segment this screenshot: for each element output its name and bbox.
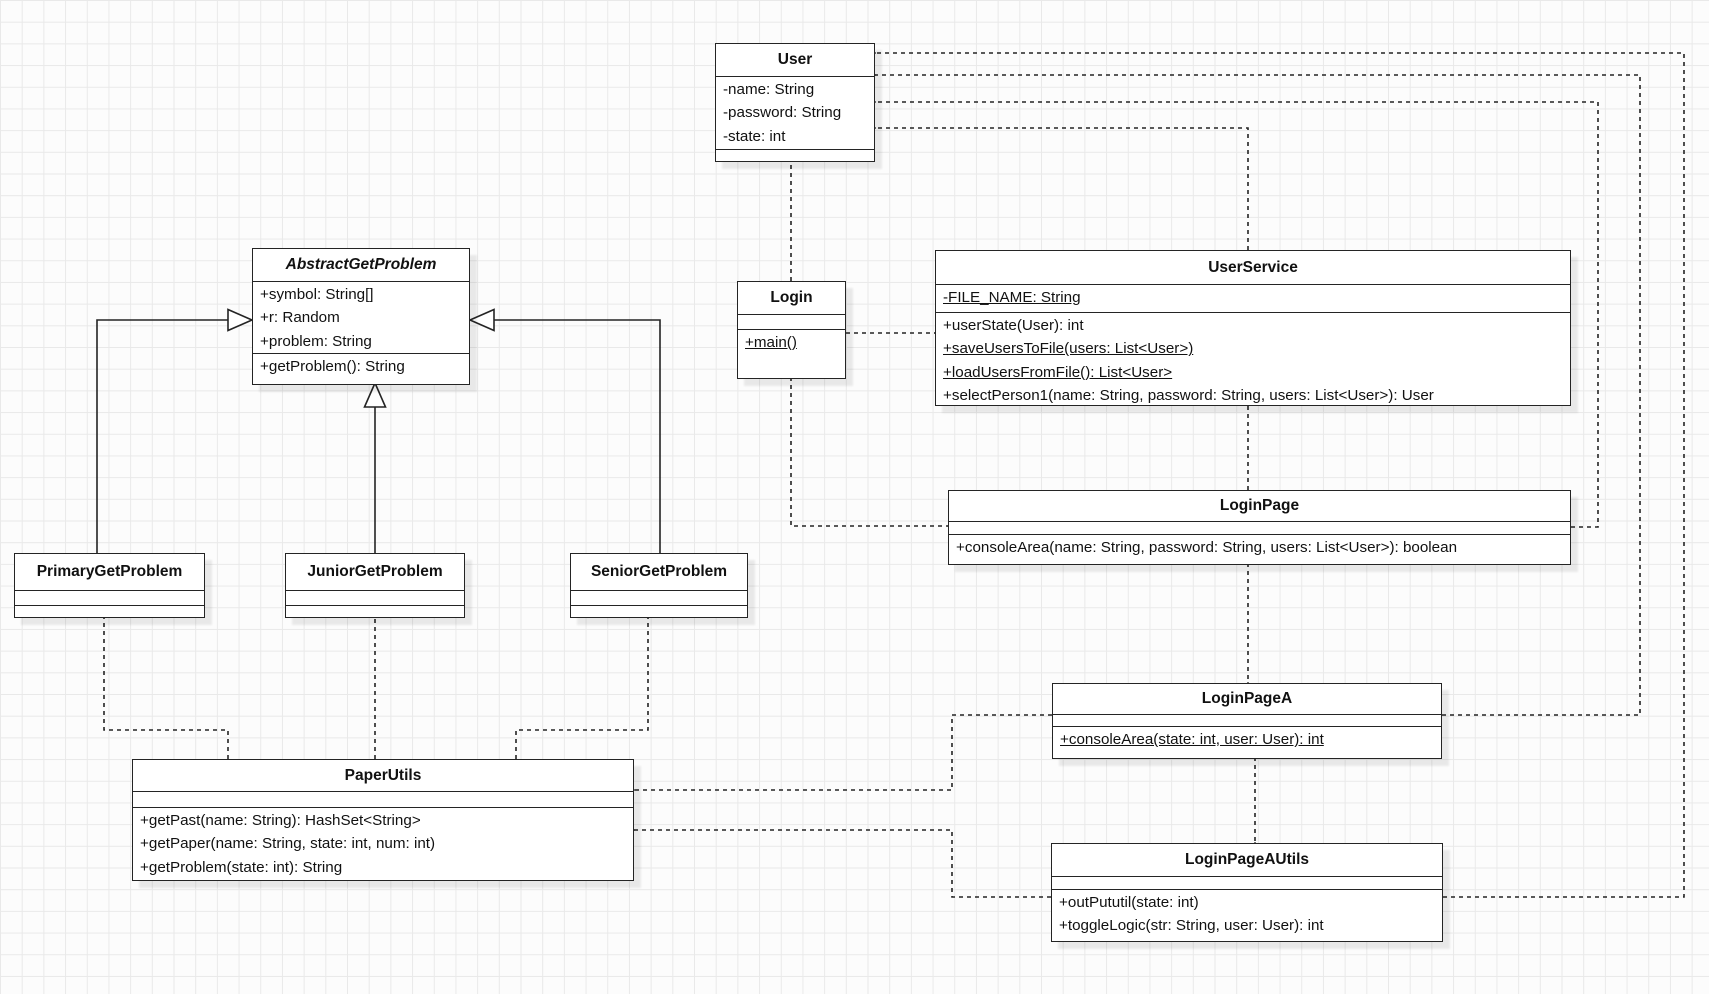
class-primary-get-problem-compartment-1: [15, 605, 204, 617]
class-abstract-get-problem-compartment-1: +getProblem(): String: [253, 353, 469, 384]
dependency-paperutils-to-seniorgetproblem[interactable]: [515, 616, 648, 759]
class-member: +consoleArea(name: String, password: Str…: [956, 539, 1458, 556]
generalization-primarygetproblem-to-abstractgetproblem[interactable]: [96, 308, 254, 553]
class-member: -FILE_NAME: String: [943, 289, 1081, 306]
class-paper-utils-compartment-0: [133, 791, 633, 807]
class-member: +problem: String: [260, 332, 372, 350]
class-user-compartment-1: [716, 149, 874, 161]
dependency-paperutils-to-primarygetproblem[interactable]: [104, 616, 229, 759]
class-paper-utils-compartment-1: +getPast(name: String): HashSet<String> +…: [133, 807, 633, 880]
class-login-page-a[interactable]: LoginPageA +consoleArea(state: int, user:…: [1052, 683, 1442, 759]
class-title-junior-get-problem: JuniorGetProblem: [307, 563, 443, 580]
class-member: +loadUsersFromFile(): List<User>: [943, 363, 1173, 381]
class-abstract-get-problem-compartment-0: +symbol: String[] +r: Random +problem: Str…: [253, 281, 469, 353]
class-senior-get-problem[interactable]: SeniorGetProblem: [570, 553, 748, 618]
class-junior-get-problem-compartment-0: [286, 590, 464, 605]
class-member: -name: String: [723, 81, 815, 98]
class-user[interactable]: User -name: String -password: String -state…: [715, 43, 875, 162]
class-login-page[interactable]: LoginPage +consoleArea(name: String, pass…: [948, 490, 1571, 565]
class-login-page-a-utils-compartment-0: [1052, 876, 1442, 889]
dependency-loginpageautils-to-user[interactable]: [875, 53, 1685, 898]
class-primary-get-problem[interactable]: PrimaryGetProblem: [14, 553, 205, 618]
class-title-login-page-a: LoginPageA: [1201, 690, 1293, 707]
generalization-seniorgetproblem-to-abstractgetproblem[interactable]: [468, 308, 661, 553]
class-login-page-a-compartment-0: [1053, 714, 1441, 726]
class-title-senior-get-problem: SeniorGetProblem: [590, 563, 728, 580]
class-login-page-a-utils[interactable]: LoginPageAUtils +outPututil(state: int) +t…: [1051, 843, 1443, 942]
class-member: +symbol: String[]: [260, 286, 374, 303]
class-member: -password: String: [723, 104, 842, 122]
dependency-userservice-to-user[interactable]: [875, 128, 1249, 250]
class-senior-get-problem-compartment-1: [571, 605, 747, 617]
class-member: +consoleArea(state: int, user: User): in…: [1060, 731, 1324, 748]
class-member: +selectPerson1(name: String, password: S…: [943, 386, 1434, 404]
class-abstract-get-problem[interactable]: AbstractGetProblem +symbol: String[] +r: R…: [252, 248, 470, 385]
class-member: -state: int: [723, 127, 786, 145]
class-member: +outPututil(state: int): [1059, 894, 1199, 911]
class-member: +r: Random: [260, 309, 340, 327]
dependency-loginpagea-to-paperutils[interactable]: [634, 714, 1052, 790]
class-login-page-a-compartment-1: +consoleArea(state: int, user: User): in…: [1053, 726, 1441, 758]
dependency-loginpagea-to-user[interactable]: [875, 75, 1641, 716]
dependency-login-to-loginpage[interactable]: [790, 377, 948, 526]
class-title-login-page: LoginPage: [1219, 497, 1300, 514]
class-login-compartment-1: +main(): [738, 329, 845, 378]
class-title-login-page-a-utils: LoginPageAUtils: [1184, 851, 1309, 868]
class-login[interactable]: Login +main(): [737, 281, 846, 379]
class-senior-get-problem-compartment-0: [571, 590, 747, 605]
class-member: +saveUsersToFile(users: List<User>): [943, 340, 1194, 358]
class-member: +toggleLogic(str: String, user: User): i…: [1059, 917, 1324, 935]
class-user-service-compartment-1: +userState(User): int +saveUsersToFile(us…: [936, 312, 1570, 405]
class-title-paper-utils: PaperUtils: [344, 766, 422, 784]
class-member: +getPaper(name: String, state: int, num:…: [140, 835, 436, 853]
class-primary-get-problem-compartment-0: [15, 590, 204, 605]
class-member: +getProblem(state: int): String: [140, 858, 343, 876]
class-login-page-compartment-1: +consoleArea(name: String, password: Str…: [949, 534, 1570, 564]
class-title-user: User: [777, 51, 813, 68]
class-user-service-compartment-0: -FILE_NAME: String: [936, 284, 1570, 312]
class-login-compartment-0: [738, 314, 845, 329]
class-member: +getProblem(): String: [260, 358, 405, 375]
class-junior-get-problem-compartment-1: [286, 605, 464, 617]
class-member: +main(): [745, 334, 797, 351]
class-login-page-a-utils-compartment-1: +outPututil(state: int) +toggleLogic(str:…: [1052, 889, 1442, 941]
dependency-loginpageautils-to-paperutils[interactable]: [634, 830, 1051, 898]
class-title-login: Login: [770, 289, 813, 306]
class-title-primary-get-problem: PrimaryGetProblem: [36, 563, 183, 580]
class-user-service[interactable]: UserService -FILE_NAME: String +userState(…: [935, 250, 1571, 406]
class-login-page-compartment-0: [949, 521, 1570, 534]
class-user-compartment-0: -name: String -password: String -state: in…: [716, 76, 874, 149]
class-member: +getPast(name: String): HashSet<String>: [140, 812, 421, 829]
class-junior-get-problem[interactable]: JuniorGetProblem: [285, 553, 465, 618]
class-paper-utils[interactable]: PaperUtils +getPast(name: String): HashSe…: [132, 759, 634, 881]
class-title-abstract-get-problem: AbstractGetProblem: [285, 256, 437, 273]
class-member: +userState(User): int: [943, 317, 1084, 334]
class-title-user-service: UserService: [1208, 258, 1298, 276]
